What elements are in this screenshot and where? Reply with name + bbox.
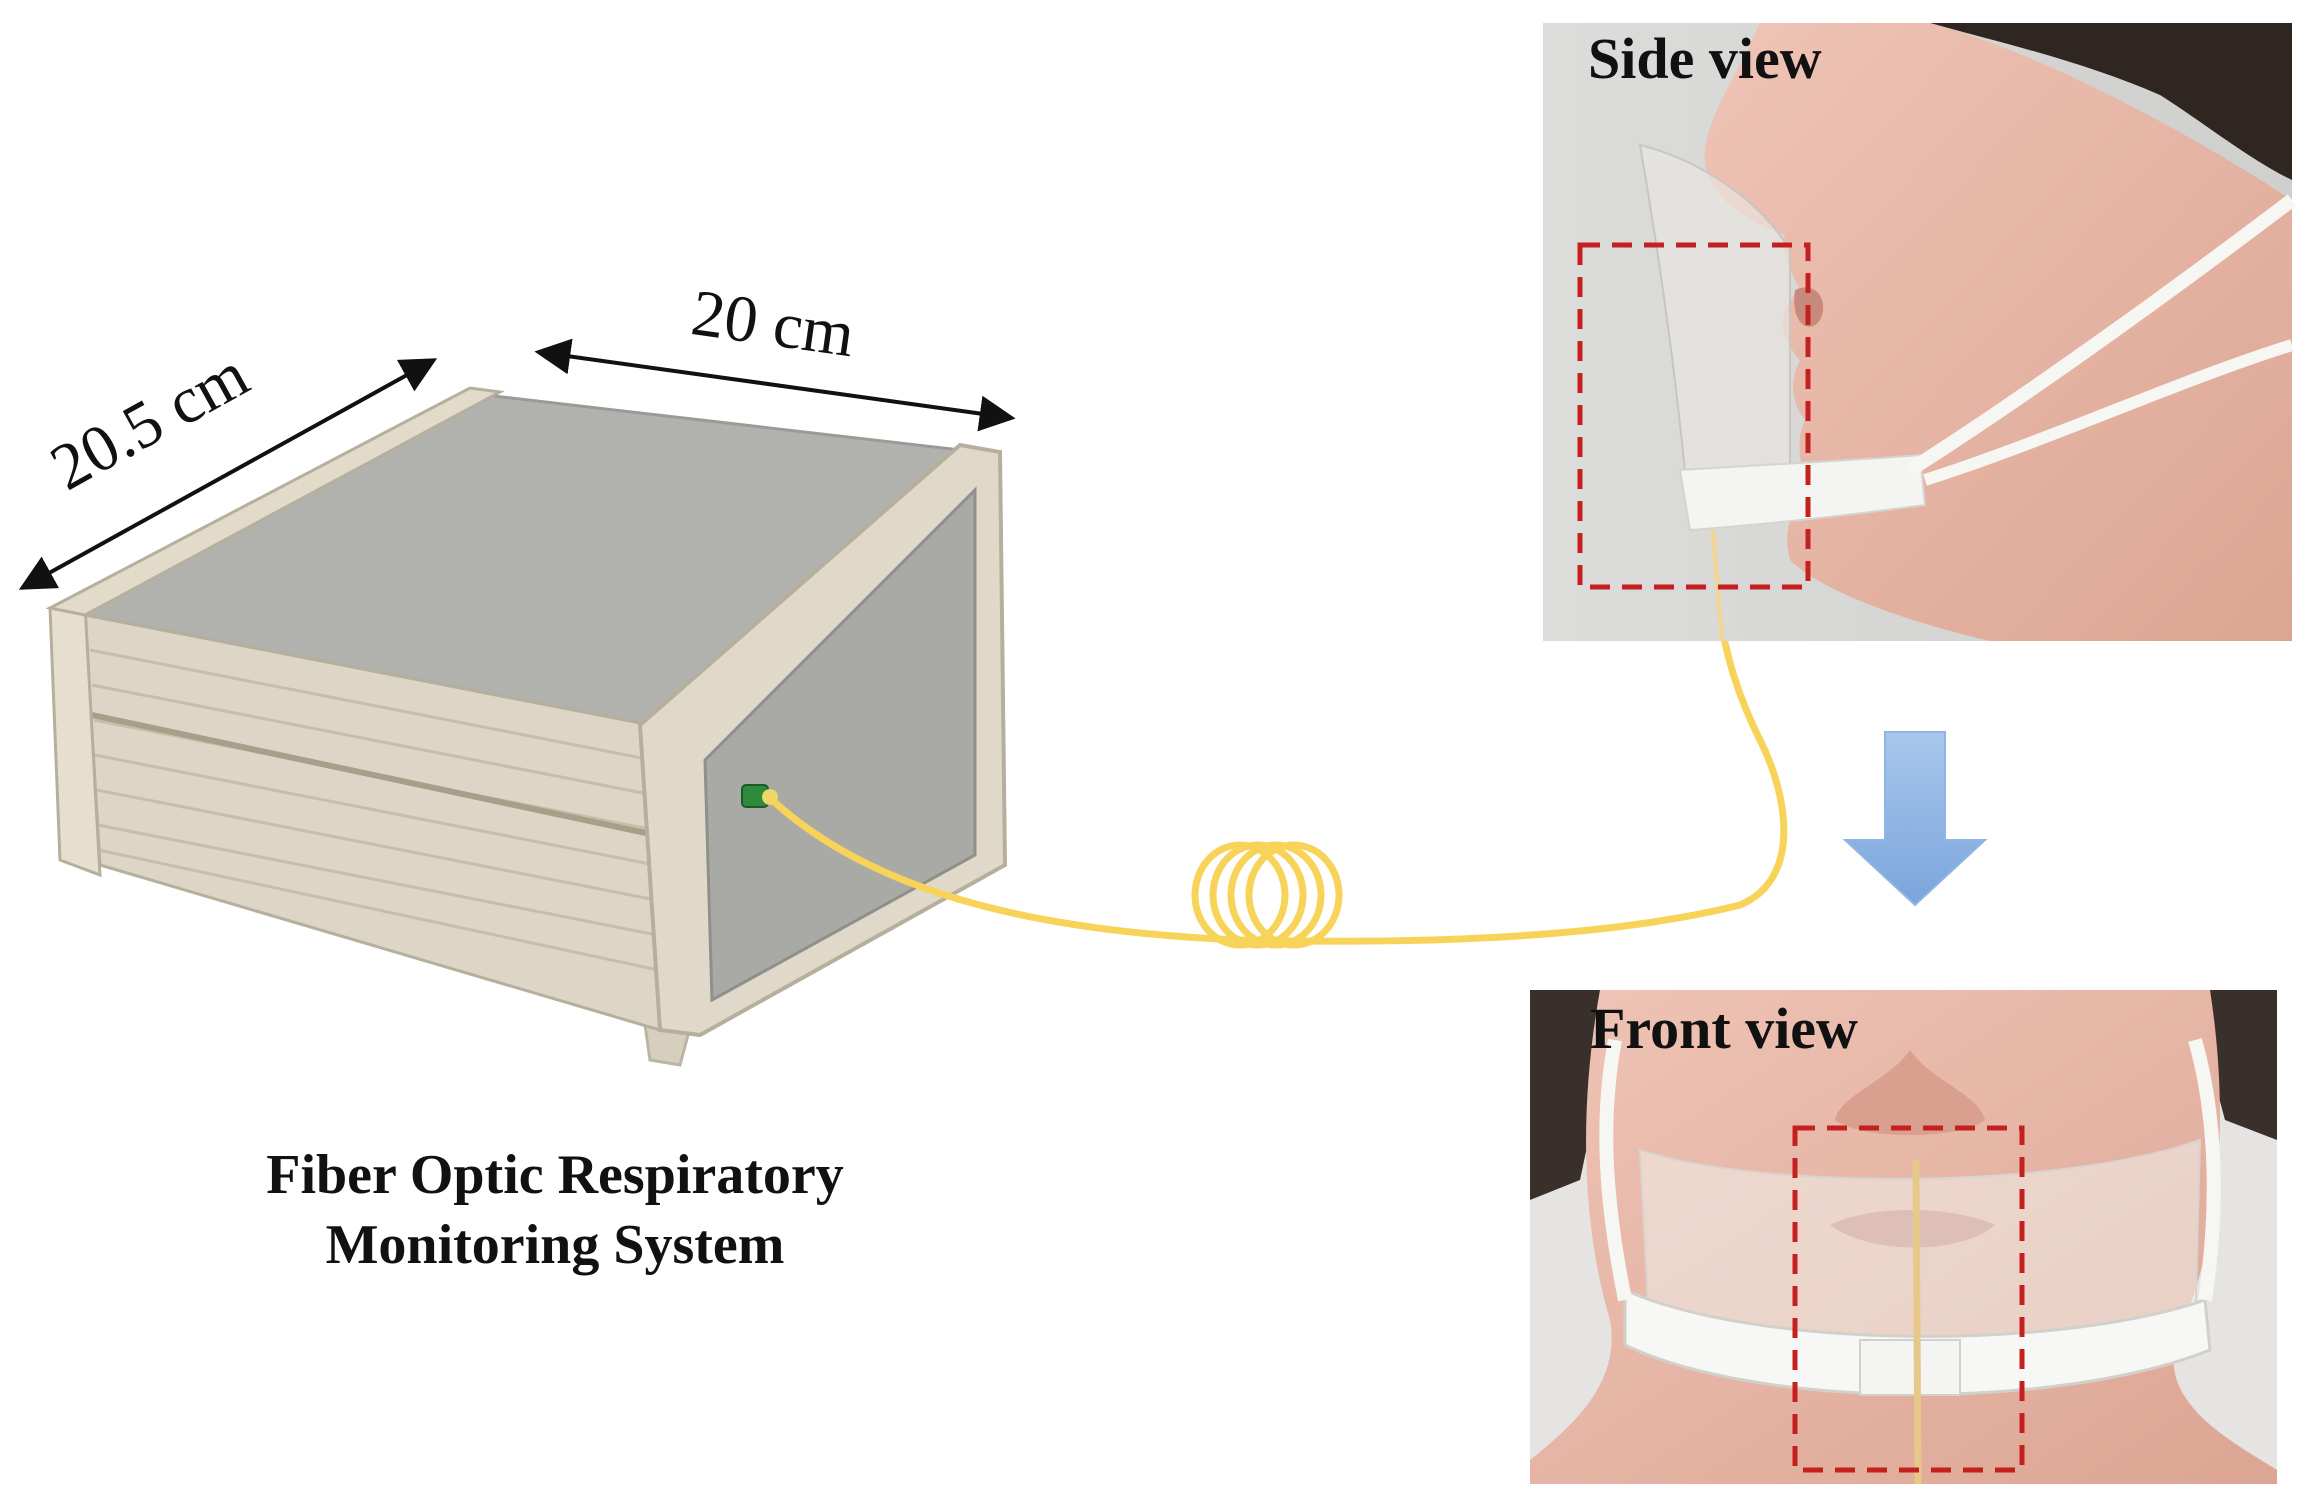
fiber-coil: [1191, 841, 1289, 949]
down-arrow-icon: [1842, 731, 1988, 907]
depth-dimension-arrow: [534, 338, 1016, 432]
width-dimension-arrow: [18, 358, 438, 590]
front-highlight-box: [1792, 1125, 2025, 1473]
device-caption-line1: Fiber Optic Respiratory: [266, 1144, 844, 1206]
front-view-photo: Front view: [1530, 990, 2277, 1485]
monitoring-device: [45, 386, 1008, 1067]
front-view-label: Front view: [1590, 996, 1858, 1061]
device-side-panel: [703, 486, 977, 1003]
fiber-connector-icon: [741, 784, 778, 808]
side-highlight-box: [1577, 242, 1811, 590]
side-view-label: Side view: [1588, 26, 1822, 91]
depth-dimension-label: 20 cm: [687, 276, 859, 371]
side-view-photo: Side view: [1543, 23, 2297, 642]
width-dimension-label: 20.5 cm: [39, 338, 260, 505]
device-caption-line2: Monitoring System: [326, 1214, 785, 1276]
